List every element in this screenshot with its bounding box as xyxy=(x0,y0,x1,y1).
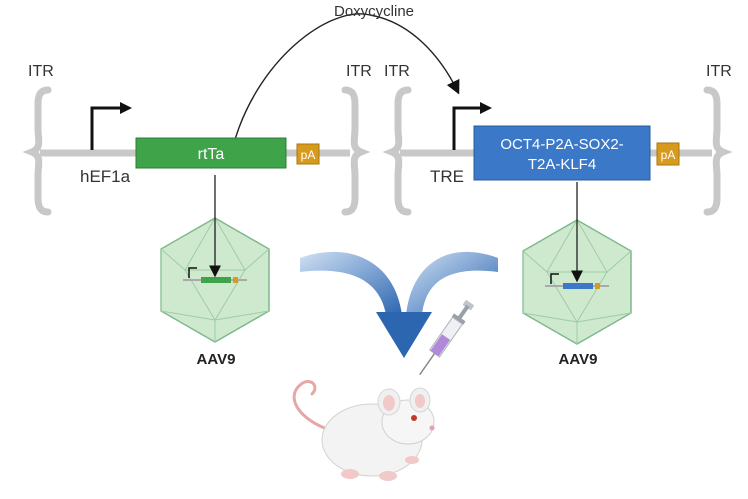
rtta-label: rtTa xyxy=(198,146,225,163)
mouse-icon xyxy=(292,379,435,481)
aav9-label-left: AAV9 xyxy=(197,351,236,368)
polya-box-left xyxy=(296,143,320,165)
syringe-icon xyxy=(419,299,475,376)
promoter-arrowhead-right xyxy=(480,102,492,114)
itr-label-2: ITR xyxy=(346,63,372,80)
promoter-arrow-left xyxy=(90,106,122,150)
promoter-label-left: hEF1a xyxy=(80,167,131,186)
cassette-label-line2: T2A-KLF4 xyxy=(528,156,596,173)
polya-box-right xyxy=(656,142,680,166)
itr-left-2 xyxy=(341,86,371,216)
left-construct: ITR hEF1a rtTa pA ITR xyxy=(22,63,372,216)
cassette-box xyxy=(473,125,651,181)
doxycycline-arrow xyxy=(231,13,460,151)
promoter-arrow-right xyxy=(452,106,482,150)
polya-label-left: pA xyxy=(301,148,316,162)
doxycycline-label: Doxycycline xyxy=(334,3,414,20)
itr-label-1: ITR xyxy=(28,63,54,80)
itr-right-1 xyxy=(382,86,412,216)
right-construct: ITR TRE OCT4-P2A-SOX2- T2A-KLF4 pA ITR xyxy=(382,63,733,216)
promoter-label-right: TRE xyxy=(430,167,464,186)
polya-label-right: pA xyxy=(661,148,676,162)
aav9-label-right: AAV9 xyxy=(559,351,598,368)
itr-label-3: ITR xyxy=(384,63,410,80)
merge-arrow-icon xyxy=(300,251,498,358)
itr-label-4: ITR xyxy=(706,63,732,80)
capsid-icon xyxy=(160,216,270,343)
promoter-arrowhead-left xyxy=(120,102,132,114)
cassette-label-line1: OCT4-P2A-SOX2- xyxy=(500,136,623,153)
itr-left-1 xyxy=(22,86,52,216)
itr-right-2 xyxy=(703,86,733,216)
rtta-box xyxy=(135,137,287,169)
